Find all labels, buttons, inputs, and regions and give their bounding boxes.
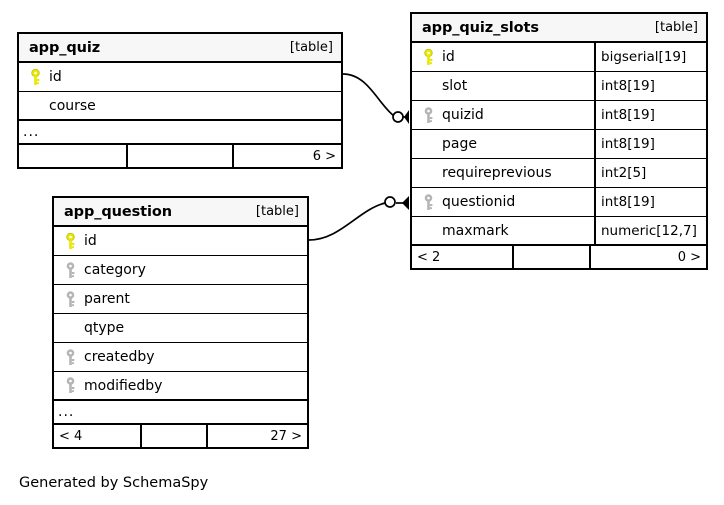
column-type: int2[5]: [594, 159, 706, 187]
column-name-cell: modifiedby: [54, 372, 307, 399]
column-type: int8[19]: [594, 188, 706, 216]
column-row[interactable]: course: [19, 92, 341, 121]
column-row[interactable]: qtype: [54, 314, 307, 343]
table-header: app_question [table]: [54, 198, 307, 227]
column-name-cell: requireprevious: [412, 159, 594, 187]
column-name: quizid: [442, 107, 484, 123]
table-footer: 6 >: [19, 145, 341, 167]
column-name: page: [442, 136, 477, 152]
foreign-key-icon: [420, 106, 436, 124]
column-row[interactable]: category: [54, 256, 307, 285]
foreign-key-icon: [62, 377, 78, 394]
column-name: modifiedby: [84, 377, 163, 394]
more-columns-ellipsis: ...: [19, 121, 341, 145]
column-name: category: [84, 262, 146, 278]
column-name-cell: id: [412, 43, 594, 71]
relationship-question-to-slots: [308, 196, 409, 241]
column-row[interactable]: createdby: [54, 343, 307, 372]
table-kind-label: [table]: [289, 40, 333, 55]
column-name-cell: maxmark: [412, 217, 594, 244]
column-type: int8[19]: [594, 101, 706, 129]
column-row[interactable]: id bigserial[19]: [412, 43, 706, 72]
footer-middle: [140, 425, 209, 447]
column-name: createdby: [84, 349, 155, 365]
column-type: int8[19]: [594, 130, 706, 158]
column-name-cell: id: [19, 63, 341, 91]
column-row[interactable]: slot int8[19]: [412, 72, 706, 101]
more-columns-ellipsis: ...: [54, 401, 307, 425]
foreign-key-icon: [62, 290, 78, 308]
column-type: numeric[12,7]: [594, 217, 706, 244]
column-row[interactable]: page int8[19]: [412, 130, 706, 159]
table-app-quiz-slots[interactable]: app_quiz_slots [table] id bigserial[19]: [410, 12, 708, 270]
column-type: int8[19]: [594, 72, 706, 100]
column-name-cell: quizid: [412, 101, 594, 129]
column-name: requireprevious: [442, 165, 552, 181]
table-app-question[interactable]: app_question [table] id: [52, 196, 309, 449]
table-kind-label: [table]: [654, 20, 698, 35]
footer-outgoing-count: 0 >: [677, 249, 701, 265]
column-name: id: [442, 49, 455, 65]
column-row[interactable]: questionid int8[19]: [412, 188, 706, 217]
table-header: app_quiz_slots [table]: [412, 14, 706, 43]
column-name-cell: page: [412, 130, 594, 158]
column-row[interactable]: parent: [54, 285, 307, 314]
foreign-key-icon: [62, 348, 78, 366]
primary-key-icon: [420, 48, 436, 66]
column-row[interactable]: modifiedby: [54, 372, 307, 401]
primary-key-icon: [27, 68, 43, 86]
column-row[interactable]: requireprevious int2[5]: [412, 159, 706, 188]
table-footer: < 4 27 >: [54, 425, 307, 447]
column-row[interactable]: id: [54, 227, 307, 256]
column-name-cell: id: [54, 227, 307, 255]
generated-by-note: Generated by SchemaSpy: [19, 475, 209, 491]
column-name: qtype: [84, 320, 125, 336]
column-row[interactable]: id: [19, 63, 341, 92]
footer-outgoing-count: 27 >: [270, 428, 302, 444]
column-type: bigserial[19]: [594, 43, 706, 71]
foreign-key-icon: [62, 261, 78, 279]
column-name: id: [49, 69, 62, 85]
table-kind-label: [table]: [255, 204, 299, 219]
column-name: slot: [442, 78, 468, 94]
footer-middle: [126, 145, 234, 167]
primary-key-icon: [62, 232, 78, 250]
column-name: course: [49, 97, 96, 114]
column-row[interactable]: maxmark numeric[12,7]: [412, 217, 706, 246]
column-name-cell: parent: [54, 285, 307, 313]
column-name: questionid: [442, 194, 516, 210]
footer-middle: [511, 246, 592, 268]
footer-outgoing-count: 6 >: [312, 148, 336, 164]
table-name: app_quiz: [29, 39, 101, 56]
column-name-cell: qtype: [54, 314, 307, 342]
table-header: app_quiz [table]: [19, 34, 341, 63]
table-name: app_question: [64, 203, 172, 220]
table-footer: < 2 0 >: [412, 246, 706, 268]
table-app-quiz[interactable]: app_quiz [table] id c: [17, 32, 343, 169]
column-row[interactable]: quizid int8[19]: [412, 101, 706, 130]
footer-incoming-count: [19, 145, 126, 167]
column-name-cell: createdby: [54, 343, 307, 371]
column-name-cell: questionid: [412, 188, 594, 216]
column-name: maxmark: [442, 222, 509, 239]
footer-incoming-count: < 4: [59, 428, 83, 444]
relationship-quiz-to-slots: [342, 73, 409, 124]
table-name: app_quiz_slots: [422, 19, 539, 36]
column-name-cell: course: [19, 92, 341, 119]
foreign-key-icon: [420, 193, 436, 211]
column-name-cell: category: [54, 256, 307, 284]
footer-incoming-count: < 2: [417, 249, 441, 265]
column-name: id: [84, 233, 97, 249]
column-name: parent: [84, 291, 130, 307]
column-name-cell: slot: [412, 72, 594, 100]
